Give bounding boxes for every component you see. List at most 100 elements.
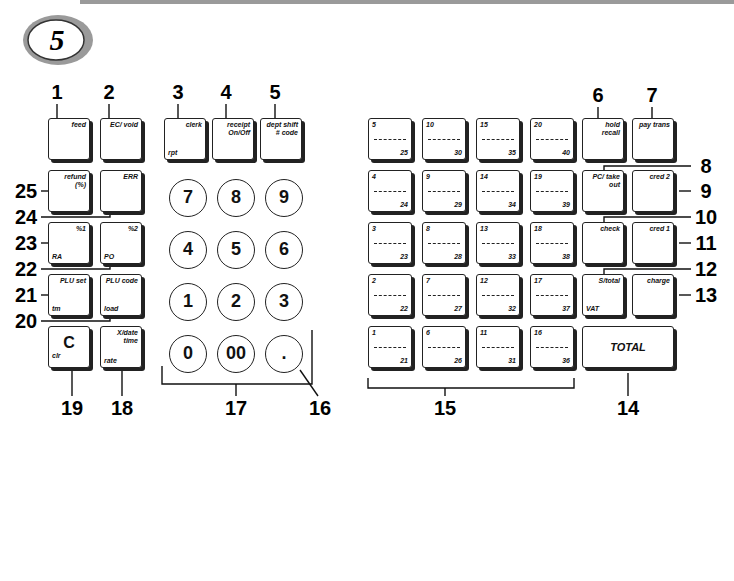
key-label: receipt On/Off	[216, 121, 250, 136]
key-label: 1	[183, 292, 193, 312]
key-label: clerk	[186, 121, 202, 129]
key-label: 27	[454, 305, 462, 313]
department-key: 1030	[422, 118, 466, 160]
function-key: refund (%)	[48, 170, 90, 212]
key-label: 20	[534, 121, 542, 129]
key-label: 7	[183, 188, 193, 208]
key-label: ERR	[123, 173, 138, 181]
bracket	[368, 378, 574, 388]
key-label: 39	[562, 201, 570, 209]
key-label: 14	[480, 173, 488, 181]
number-key: 6	[265, 231, 303, 269]
key-label: %2	[128, 225, 138, 233]
leader-line	[679, 190, 691, 191]
key-label: rpt	[168, 149, 177, 157]
callout-number: 9	[700, 181, 711, 201]
function-key: Cclr	[48, 326, 90, 368]
key-label: PLU set	[60, 277, 86, 285]
key-label: 10	[426, 121, 434, 129]
function-key: dept shift # code	[260, 118, 302, 160]
key-label: 31	[508, 357, 516, 365]
key-label: refund (%)	[52, 173, 86, 188]
number-key: 3	[265, 283, 303, 321]
department-key: 1333	[476, 222, 520, 264]
key-label: 00	[226, 344, 246, 364]
key-label: 29	[454, 201, 462, 209]
function-key: clerk rpt	[164, 118, 206, 160]
key-label: 11	[480, 329, 487, 337]
department-key: 7 27	[422, 274, 466, 316]
key-label: check	[600, 225, 620, 233]
key-label: 28	[454, 253, 462, 261]
callout-number: 10	[695, 207, 717, 227]
key-label: EC/ void	[110, 121, 138, 129]
key-label: 18	[534, 225, 542, 233]
key-label: 17	[534, 277, 542, 285]
department-key: 929	[422, 170, 466, 212]
key-label: RA	[52, 253, 62, 261]
callout-number: 25	[15, 181, 37, 201]
callout-number: 2	[103, 82, 114, 102]
key-label: 24	[400, 201, 408, 209]
number-key: 8	[217, 179, 255, 217]
key-label: 7	[426, 277, 430, 285]
key-label: 0	[183, 344, 193, 364]
number-key: .	[265, 335, 303, 373]
key-label: load	[104, 305, 118, 313]
key-label: 22	[400, 305, 408, 313]
key-label: 23	[400, 253, 408, 261]
department-key: 525	[368, 118, 412, 160]
function-key: %1RA	[48, 222, 90, 264]
function-key: PLU settm	[48, 274, 90, 316]
key-label: 26	[454, 357, 462, 365]
key-label: 8	[426, 225, 430, 233]
callout-number: 21	[15, 285, 37, 305]
key-label: %1	[76, 225, 86, 233]
dashed-divider	[482, 295, 514, 296]
department-key: 1737	[530, 274, 574, 316]
leader-line	[225, 104, 226, 118]
department-key: 121	[368, 326, 412, 368]
key-label: cred 2	[649, 173, 670, 181]
key-label: 6	[279, 240, 289, 260]
key-label: 13	[480, 225, 488, 233]
key-label: 37	[562, 305, 570, 313]
function-key: cred 2	[632, 170, 674, 212]
key-label: C	[63, 334, 75, 352]
leader-line	[41, 242, 48, 243]
leader-line	[679, 242, 691, 243]
leader-line	[41, 213, 110, 217]
dashed-divider	[536, 347, 568, 348]
leader-line	[679, 294, 691, 295]
function-key: charge	[632, 274, 674, 316]
dashed-divider	[428, 347, 460, 348]
key-label: TOTAL	[610, 341, 646, 353]
function-key: EC/ void	[100, 118, 142, 160]
department-key: 222	[368, 274, 412, 316]
callout-number: 13	[695, 285, 717, 305]
department-key: 1838	[530, 222, 574, 264]
leader-line	[41, 265, 110, 269]
key-label: 1	[372, 329, 376, 337]
number-key: 7	[169, 179, 207, 217]
callout-number: 3	[172, 82, 183, 102]
dashed-divider	[536, 243, 568, 244]
callout-number: 4	[220, 82, 231, 102]
callout-number: 18	[111, 398, 133, 418]
callout-number: 22	[15, 259, 37, 279]
number-key: 1	[169, 283, 207, 321]
dashed-divider	[536, 139, 568, 140]
function-key: PLU codeload	[100, 274, 142, 316]
function-key: feed	[48, 118, 90, 160]
key-label: 16	[534, 329, 542, 337]
function-key: cred 1	[632, 222, 674, 264]
dashed-divider	[482, 191, 514, 192]
function-key: check	[582, 222, 624, 264]
leader-line	[41, 294, 48, 295]
leader-line	[41, 317, 110, 321]
leader-line	[300, 370, 318, 396]
dashed-divider	[428, 243, 460, 244]
leader-line	[121, 371, 122, 396]
key-label: 34	[508, 201, 516, 209]
